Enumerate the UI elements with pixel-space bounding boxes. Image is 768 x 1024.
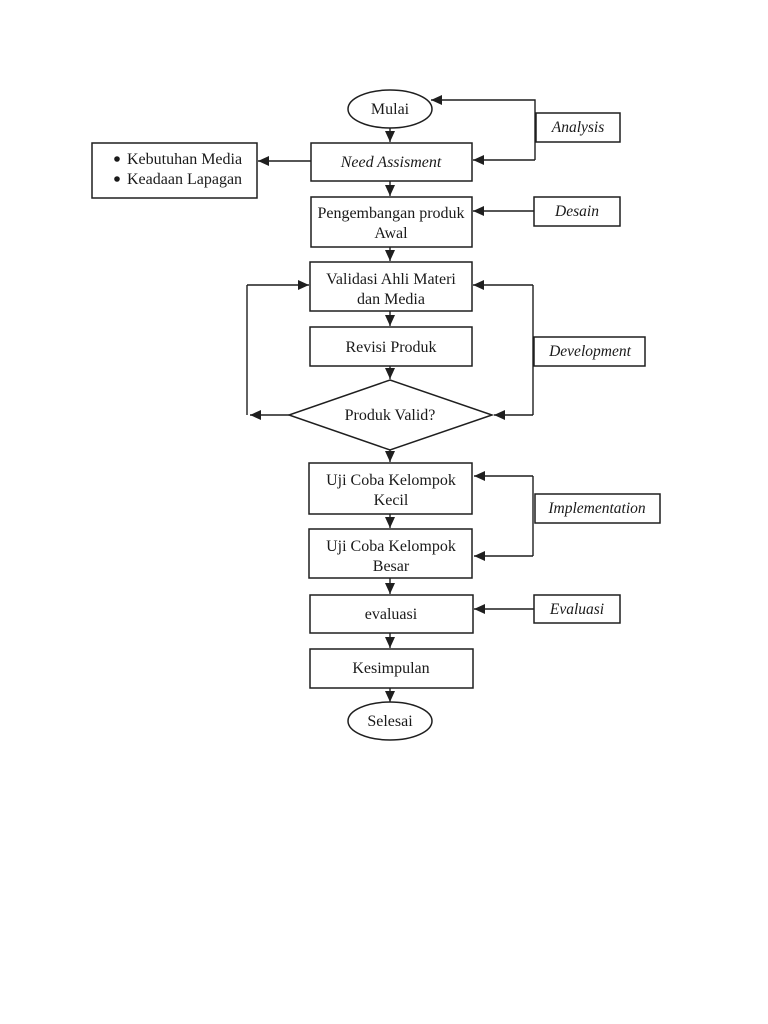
decision-node — [286, 379, 495, 451]
end-node — [347, 701, 433, 741]
revisi-node — [309, 326, 473, 367]
decision-label: Produk Valid? — [345, 407, 436, 424]
revisi-label: Revisi Produk — [345, 339, 436, 356]
implementation-stage-box — [534, 493, 661, 524]
analysis-stage-box — [535, 112, 621, 143]
requirements-item-1: Kebutuhan Media — [127, 151, 242, 168]
kesimpulan-label: Kesimpulan — [352, 660, 429, 677]
kesimpulan-node — [309, 648, 474, 689]
evaluasi-label: evaluasi — [365, 606, 418, 623]
stage-labels: Analysis Desain Development Implementati… — [533, 112, 661, 624]
bullet-icon — [114, 176, 120, 182]
requirements-node — [91, 142, 258, 199]
uji-coba-besar-label-line2: Besar — [373, 558, 410, 575]
development-stage-label: Development — [548, 343, 631, 360]
end-label: Selesai — [367, 713, 413, 730]
need-assisment-node — [310, 142, 473, 182]
implementation-stage-label: Implementation — [547, 500, 646, 517]
uji-coba-kecil-label-line1: Uji Coba Kelompok — [326, 472, 456, 489]
uji-coba-besar-node — [308, 528, 473, 579]
validasi-label-line2: dan Media — [357, 291, 425, 308]
uji-coba-besar-label-line1: Uji Coba Kelompok — [326, 538, 456, 555]
connectors — [246, 95, 536, 702]
design-stage-box — [533, 196, 621, 227]
evaluasi-node — [309, 594, 474, 634]
uji-coba-kecil-label-line2: Kecil — [374, 492, 409, 509]
requirements-item-2: Keadaan Lapagan — [127, 171, 242, 188]
connector-analysis-to-start — [431, 95, 536, 160]
start-label: Mulai — [371, 101, 410, 118]
uji-coba-kecil-node — [308, 462, 473, 515]
validasi-node — [309, 261, 473, 312]
pengembangan-label-line2: Awal — [374, 225, 408, 242]
bullet-icon — [114, 156, 120, 162]
nodes: Mulai Need Assisment Kebutuhan Media Kea… — [91, 89, 495, 741]
development-stage-box — [533, 336, 646, 367]
pengembangan-label-line1: Pengembangan produk — [317, 205, 464, 222]
evaluation-stage-label: Evaluasi — [549, 601, 604, 618]
pengembangan-node — [310, 196, 473, 248]
analysis-stage-label: Analysis — [551, 119, 605, 136]
validasi-label-line1: Validasi Ahli Materi — [326, 271, 456, 288]
evaluation-stage-box — [533, 594, 621, 624]
start-node — [347, 89, 433, 129]
design-stage-label: Desain — [554, 203, 599, 220]
need-assisment-label: Need Assisment — [340, 154, 442, 171]
